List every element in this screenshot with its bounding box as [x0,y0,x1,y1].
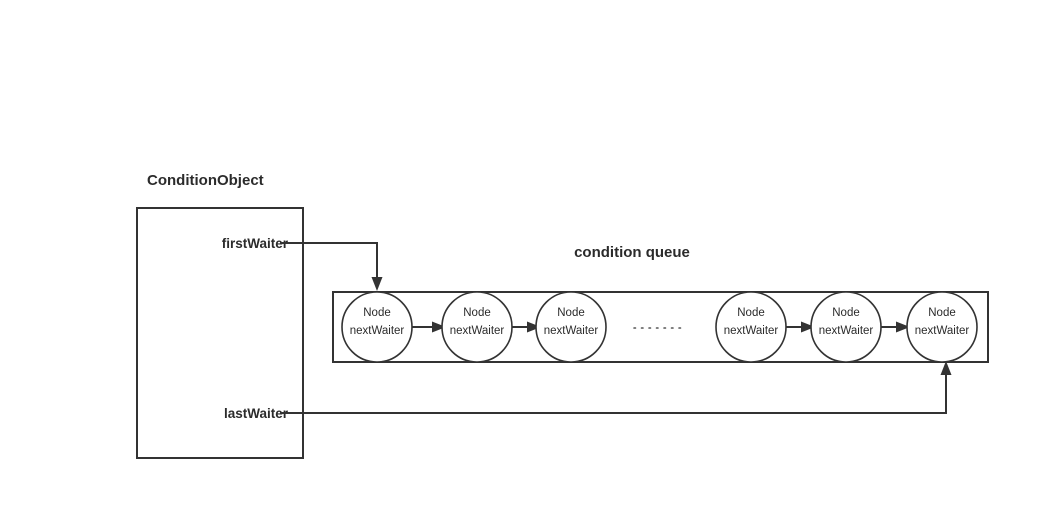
node-title: Node [832,307,860,319]
queue-node-2: Node nextWaiter [441,291,513,363]
node-field-nextwaiter: nextWaiter [450,325,505,337]
queue-node-3: Node nextWaiter [535,291,607,363]
condition-queue-label: condition queue [574,244,690,261]
node-title: Node [928,307,956,319]
node-link-arrow-1-2 [432,321,446,333]
queue-node-1: Node nextWaiter [341,291,413,363]
condition-object-title: ConditionObject [147,172,264,189]
field-label-lastwaiter: lastWaiter [224,406,289,421]
node-field-nextwaiter: nextWaiter [819,325,874,337]
node-circle [341,291,413,363]
node-circle [906,291,978,363]
firstwaiter-connector [280,242,378,282]
node-field-nextwaiter: nextWaiter [544,325,599,337]
node-circle [810,291,882,363]
node-circle [535,291,607,363]
node-title: Node [363,307,391,319]
firstwaiter-arrow-head [371,277,383,291]
node-link-arrow-2-3 [527,321,541,333]
lastwaiter-connector [280,371,947,414]
queue-node-5: Node nextWaiter [810,291,882,363]
node-title: Node [557,307,585,319]
node-field-nextwaiter: nextWaiter [915,325,970,337]
node-field-nextwaiter: nextWaiter [724,325,779,337]
node-link-arrow-5-6 [896,321,910,333]
condition-object-box [136,207,304,459]
node-link-arrow-4-5 [801,321,815,333]
lastwaiter-arrow-head [940,361,952,375]
node-link-arrows [409,321,910,333]
node-title: Node [737,307,765,319]
queue-node-4: Node nextWaiter [715,291,787,363]
field-label-firstwaiter: firstWaiter [222,236,289,251]
node-circle [441,291,513,363]
queue-node-6: Node nextWaiter [906,291,978,363]
node-field-nextwaiter: nextWaiter [350,325,405,337]
node-circle [715,291,787,363]
node-title: Node [463,307,491,319]
